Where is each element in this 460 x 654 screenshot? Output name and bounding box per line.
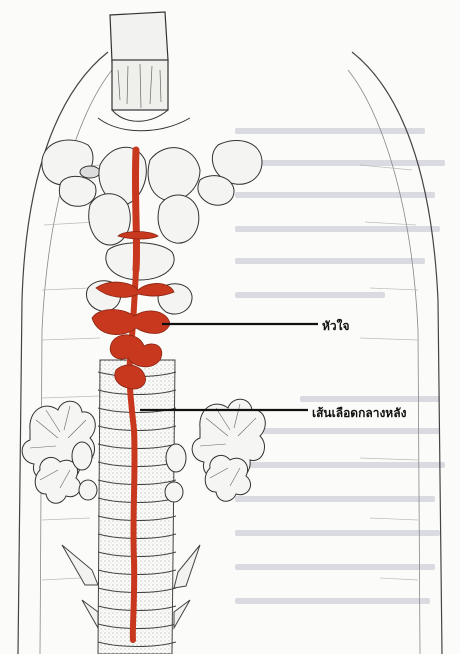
ovary-rosette-left bbox=[22, 401, 97, 503]
bleed-through-text bbox=[235, 128, 445, 604]
pharynx bbox=[98, 12, 190, 131]
heart-label: หัวใจ bbox=[322, 317, 350, 336]
ovary-rosette-right bbox=[165, 399, 265, 502]
intestine bbox=[98, 360, 176, 654]
dorsal-vessel-label: เส้นเลือดกลางหลัง bbox=[312, 404, 406, 423]
